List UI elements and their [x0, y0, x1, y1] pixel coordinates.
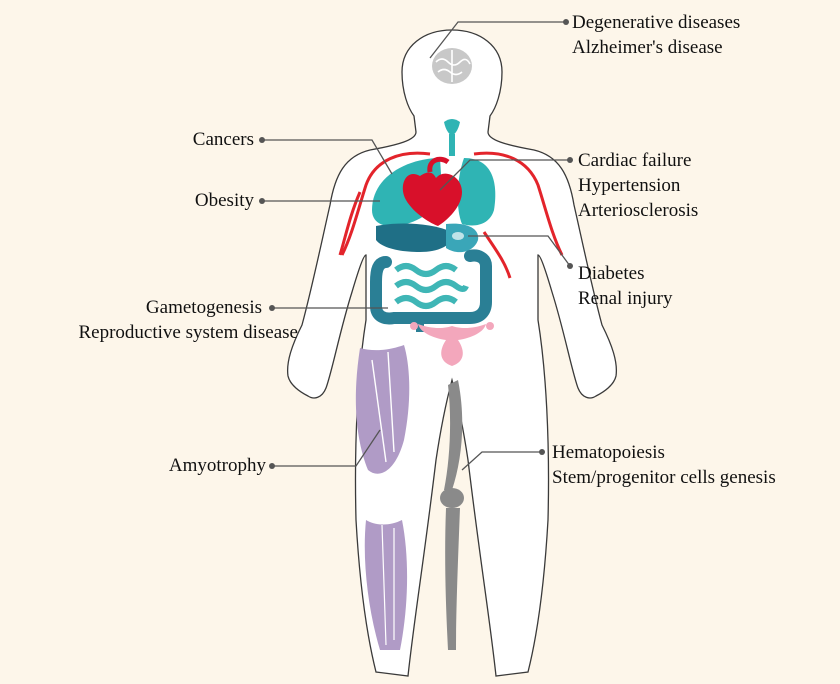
label-obesity-line-1: Obesity	[195, 188, 254, 213]
label-obesity: Obesity	[195, 188, 254, 213]
label-kidney-line-1: Diabetes	[578, 261, 672, 286]
left-ovary	[410, 322, 418, 330]
dot-kidney	[567, 263, 573, 269]
label-cancers: Cancers	[193, 127, 254, 152]
label-heart-line-1: Cardiac failure	[578, 148, 698, 173]
dot-obesity	[259, 198, 265, 204]
label-muscle-line-1: Amyotrophy	[169, 453, 266, 478]
label-heart-line-3: Arteriosclerosis	[578, 198, 698, 223]
knee	[440, 488, 464, 508]
label-bone-line-2: Stem/progenitor cells genesis	[552, 465, 776, 490]
tibia	[445, 508, 460, 650]
label-brain: Degenerative diseases Alzheimer's diseas…	[572, 10, 740, 60]
dot-brain	[563, 19, 569, 25]
label-kidney-line-2: Renal injury	[578, 286, 672, 311]
label-muscle: Amyotrophy	[169, 453, 266, 478]
label-brain-line-1: Degenerative diseases	[572, 10, 740, 35]
label-reproductive-line-1: Gametogenesis	[78, 295, 298, 320]
label-reproductive-line-2: Reproductive system disease	[78, 320, 298, 345]
label-heart: Cardiac failure Hypertension Arterioscle…	[578, 148, 698, 223]
label-brain-line-2: Alzheimer's disease	[572, 35, 740, 60]
dot-heart	[567, 157, 573, 163]
trachea	[449, 134, 455, 156]
dot-muscle	[269, 463, 275, 469]
right-ovary	[486, 322, 494, 330]
dot-cancers	[259, 137, 265, 143]
label-bone: Hematopoiesis Stem/progenitor cells gene…	[552, 440, 776, 490]
label-cancers-line-1: Cancers	[193, 127, 254, 152]
label-bone-line-1: Hematopoiesis	[552, 440, 776, 465]
label-reproductive: Gametogenesis Reproductive system diseas…	[78, 295, 298, 345]
dot-bone	[539, 449, 545, 455]
label-kidney: Diabetes Renal injury	[578, 261, 672, 311]
label-heart-line-2: Hypertension	[578, 173, 698, 198]
kidney	[452, 232, 464, 240]
